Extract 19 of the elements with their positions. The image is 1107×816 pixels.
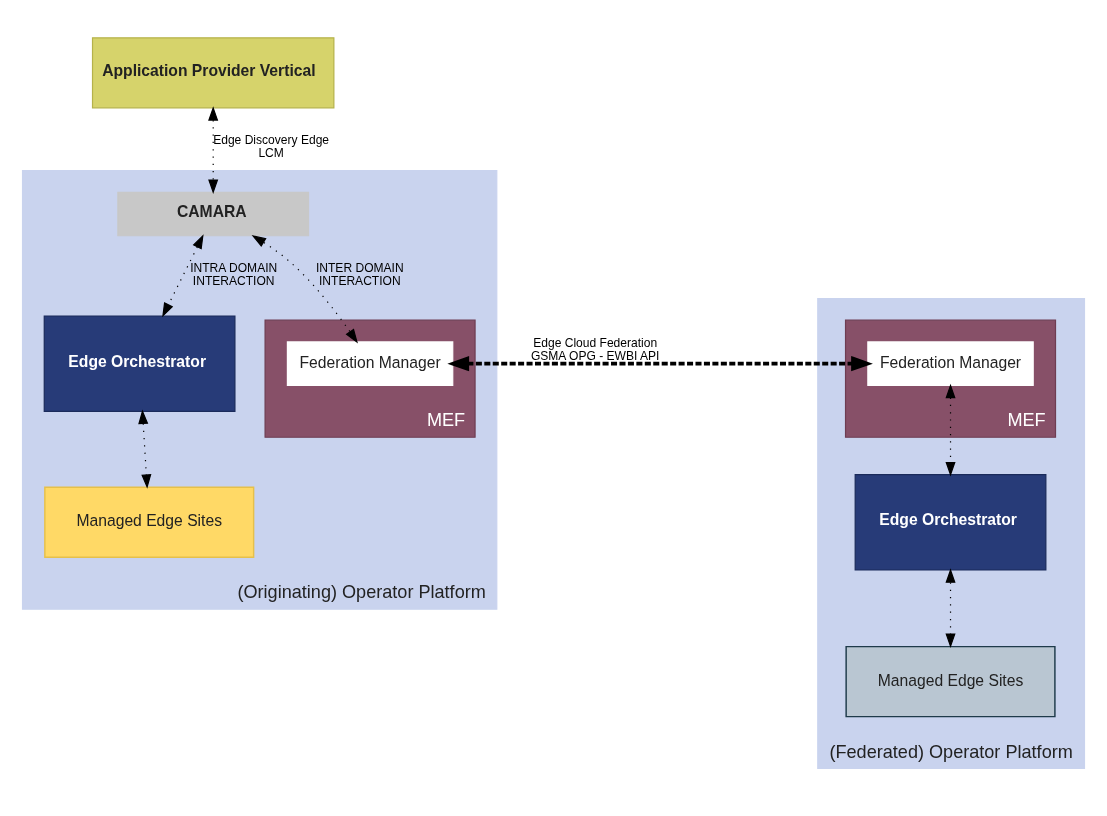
node-box: Edge Orchestrator [43,315,236,412]
node-box: Federation Manager [286,341,454,386]
node-box: Application Provider Vertical [91,37,335,109]
arrow [138,409,152,489]
edge-label: INTER DOMAIN INTERACTION [315,260,404,289]
arrow [945,568,956,648]
edge-label: Edge Discovery Edge LCM [213,133,330,161]
node-box: Federation Manager [867,341,1034,386]
node-box: Managed Edge Sites [44,486,255,559]
edge-label: INTRA DOMAIN INTERACTION [190,260,278,289]
arrow [162,234,204,318]
node-box: Managed Edge Sites [845,645,1056,718]
arrow [945,383,956,477]
node-box: CAMARA [117,191,310,237]
edge-label: Edge Cloud Federation GSMA OPG - EWBI API [530,335,660,364]
node-box: Edge Orchestrator [854,474,1047,571]
arrow [251,234,358,344]
arrow [447,356,873,372]
arrow [208,106,219,194]
